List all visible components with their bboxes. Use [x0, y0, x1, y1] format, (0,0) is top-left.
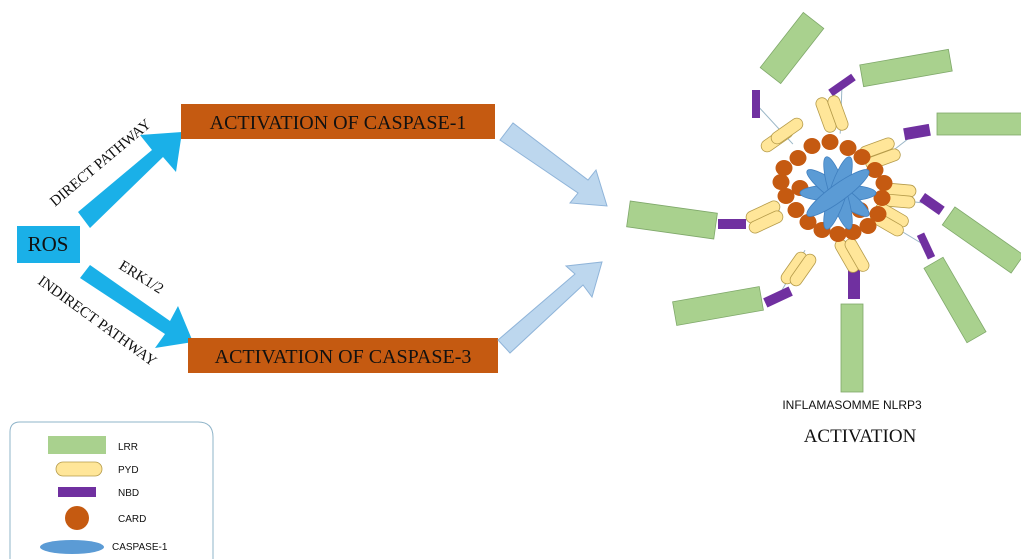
- lrr-domain-7: [626, 200, 718, 240]
- lrr-domain-6: [672, 286, 764, 326]
- pyd-domain-0-1: [770, 117, 804, 145]
- card-domain-9: [859, 218, 877, 234]
- caspase1-to-inflammasome-arrow: [499, 122, 608, 207]
- legend-pyd-swatch: [55, 461, 103, 477]
- inflammasome-name-label: INFLAMASOMME NLRP3: [782, 398, 922, 412]
- card-domain-1: [803, 138, 821, 154]
- card-domain-3: [839, 140, 857, 156]
- caspase1-box-label: ACTIVATION OF CASPASE-1: [210, 112, 467, 134]
- pyd-domain-1-1: [827, 95, 849, 131]
- legend-pyd-label: PYD: [118, 465, 139, 476]
- nbd-domain-5: [848, 269, 860, 299]
- nbd-domain-1: [828, 73, 856, 97]
- nbd-domain-6: [763, 286, 793, 308]
- card-domain-15: [777, 188, 795, 204]
- legend-frame: [9, 421, 214, 559]
- caspase1-node: ACTIVATION OF CASPASE-1: [181, 104, 495, 139]
- caspase1-box: [181, 104, 495, 139]
- card-domain-13: [799, 214, 817, 230]
- ros-node: ROS: [17, 226, 80, 263]
- nbd-domain-0: [752, 90, 760, 118]
- caspase3-to-inflammasome-arrow: [497, 261, 603, 354]
- nbd-domain-3: [919, 193, 945, 215]
- ros-box: [17, 226, 80, 263]
- pyd-domain-7-1: [748, 210, 784, 234]
- inflammasome-activation-label: ACTIVATION: [804, 426, 917, 447]
- card-domain-14: [787, 202, 805, 218]
- legend-card-label: CARD: [118, 514, 146, 525]
- nbd-domain-2: [903, 123, 931, 141]
- card-domain-2: [821, 134, 839, 150]
- nbd-domain-4: [916, 232, 936, 260]
- card-domain-0: [789, 150, 807, 166]
- caspase3-box: [188, 338, 498, 373]
- pyd-domain-6-1: [789, 253, 817, 287]
- indirect-arrow-shape: [80, 265, 193, 348]
- card-domain-6: [875, 175, 893, 191]
- legend-lrr-swatch: [48, 436, 106, 454]
- card-domain-4: [853, 149, 871, 165]
- caspase3-box-label: ACTIVATION OF CASPASE-3: [215, 346, 472, 368]
- legend-nbd-label: NBD: [118, 488, 139, 499]
- lrr-domain-2: [936, 112, 1021, 136]
- indirect-pathway-arrow: [80, 265, 193, 348]
- caspase3-node: ACTIVATION OF CASPASE-3: [188, 338, 498, 373]
- pyd-domain-5-1: [844, 238, 870, 272]
- legend-nbd-swatch: [58, 487, 96, 497]
- direct-arrow-shape: [78, 132, 182, 228]
- lrr-domain-3: [941, 206, 1021, 274]
- card-domain-16: [772, 174, 790, 190]
- lrr-domain-5: [840, 303, 864, 393]
- caspase1-unit-4: [806, 169, 870, 217]
- lrr-domain-1: [859, 48, 953, 88]
- nlrp3-inflammasome: [626, 11, 1021, 393]
- legend-caspase1-label: CASPASE-1: [112, 542, 168, 553]
- card-domain-7: [873, 190, 891, 206]
- card-domain-11: [829, 226, 847, 242]
- card-domain-5: [866, 162, 884, 178]
- ros-label: ROS: [28, 232, 69, 256]
- nbd-domain-7: [718, 219, 746, 229]
- legend-card-swatch: [65, 506, 89, 530]
- direct-pathway-arrow: [78, 132, 182, 228]
- lrr-domain-0: [759, 11, 825, 85]
- card-domain-8: [869, 206, 887, 222]
- legend-caspase1-swatch: [40, 540, 104, 554]
- card-domain-17: [775, 160, 793, 176]
- lrr-domain-4: [923, 256, 987, 344]
- legend: LRR PYD NBD CARD CASPASE-1: [9, 421, 214, 559]
- legend-lrr-label: LRR: [118, 442, 138, 453]
